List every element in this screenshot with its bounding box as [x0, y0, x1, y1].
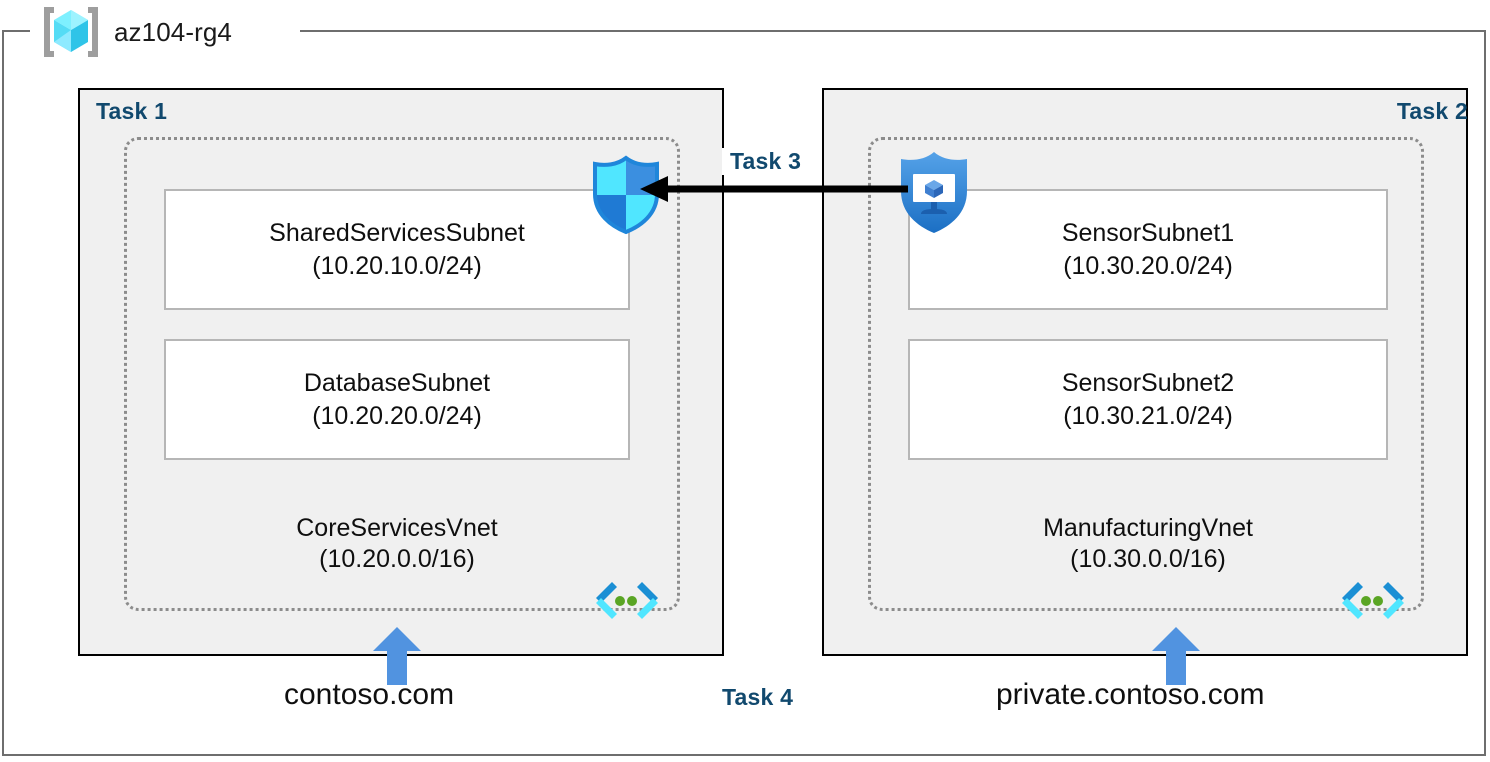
core-services-vnet-caption: CoreServicesVnet (10.20.0.0/16)	[164, 513, 630, 574]
left-arrow-icon	[640, 172, 908, 206]
subnet-cidr: (10.30.20.0/24)	[1063, 251, 1233, 280]
core-services-vnet-boundary	[124, 137, 680, 611]
subnet-sensor2: SensorSubnet2 (10.30.21.0/24)	[908, 339, 1388, 460]
up-arrow-icon	[373, 627, 421, 685]
up-arrow-icon	[1152, 627, 1200, 685]
subnet-sensor1: SensorSubnet1 (10.30.20.0/24)	[908, 189, 1388, 310]
subnet-name: SensorSubnet1	[1061, 219, 1235, 247]
subnet-cidr: (10.20.10.0/24)	[312, 251, 482, 280]
subnet-name: DatabaseSubnet	[303, 369, 491, 397]
resource-group-cube-icon	[40, 4, 102, 60]
subnet-shared-services: SharedServicesSubnet (10.20.10.0/24)	[164, 189, 630, 310]
dns-zone-label: contoso.com	[284, 678, 455, 711]
subnet-name: SensorSubnet2	[1061, 369, 1235, 397]
virtual-network-icon	[590, 578, 664, 628]
dns-zone-label: private.contoso.com	[996, 678, 1265, 711]
virtual-network-icon	[1336, 578, 1410, 628]
manufacturing-vnet-caption: ManufacturingVnet (10.30.0.0/16)	[908, 513, 1388, 574]
vnet-cidr: (10.30.0.0/16)	[1070, 544, 1226, 573]
shield-quadrant-icon	[583, 152, 669, 238]
manufacturing-vnet-boundary	[868, 137, 1424, 611]
vnet-cidr: (10.20.0.0/16)	[319, 544, 475, 573]
vnet-name: ManufacturingVnet	[1043, 514, 1253, 542]
resource-group-name: az104-rg4	[114, 16, 232, 47]
task4-label: Task 4	[722, 684, 794, 710]
task3-label: Task 3	[722, 148, 810, 175]
resource-group-title: az104-rg4	[40, 4, 232, 60]
shield-monitor-icon	[893, 148, 975, 236]
task1-label: Task 1	[96, 98, 168, 124]
subnet-database: DatabaseSubnet (10.20.20.0/24)	[164, 339, 630, 460]
vnet-name: CoreServicesVnet	[296, 514, 498, 542]
task2-label: Task 2	[1396, 98, 1468, 124]
subnet-cidr: (10.30.21.0/24)	[1063, 401, 1233, 430]
subnet-name: SharedServicesSubnet	[269, 219, 525, 247]
resource-group-frame	[2, 30, 1486, 756]
subnet-cidr: (10.20.20.0/24)	[312, 401, 482, 430]
